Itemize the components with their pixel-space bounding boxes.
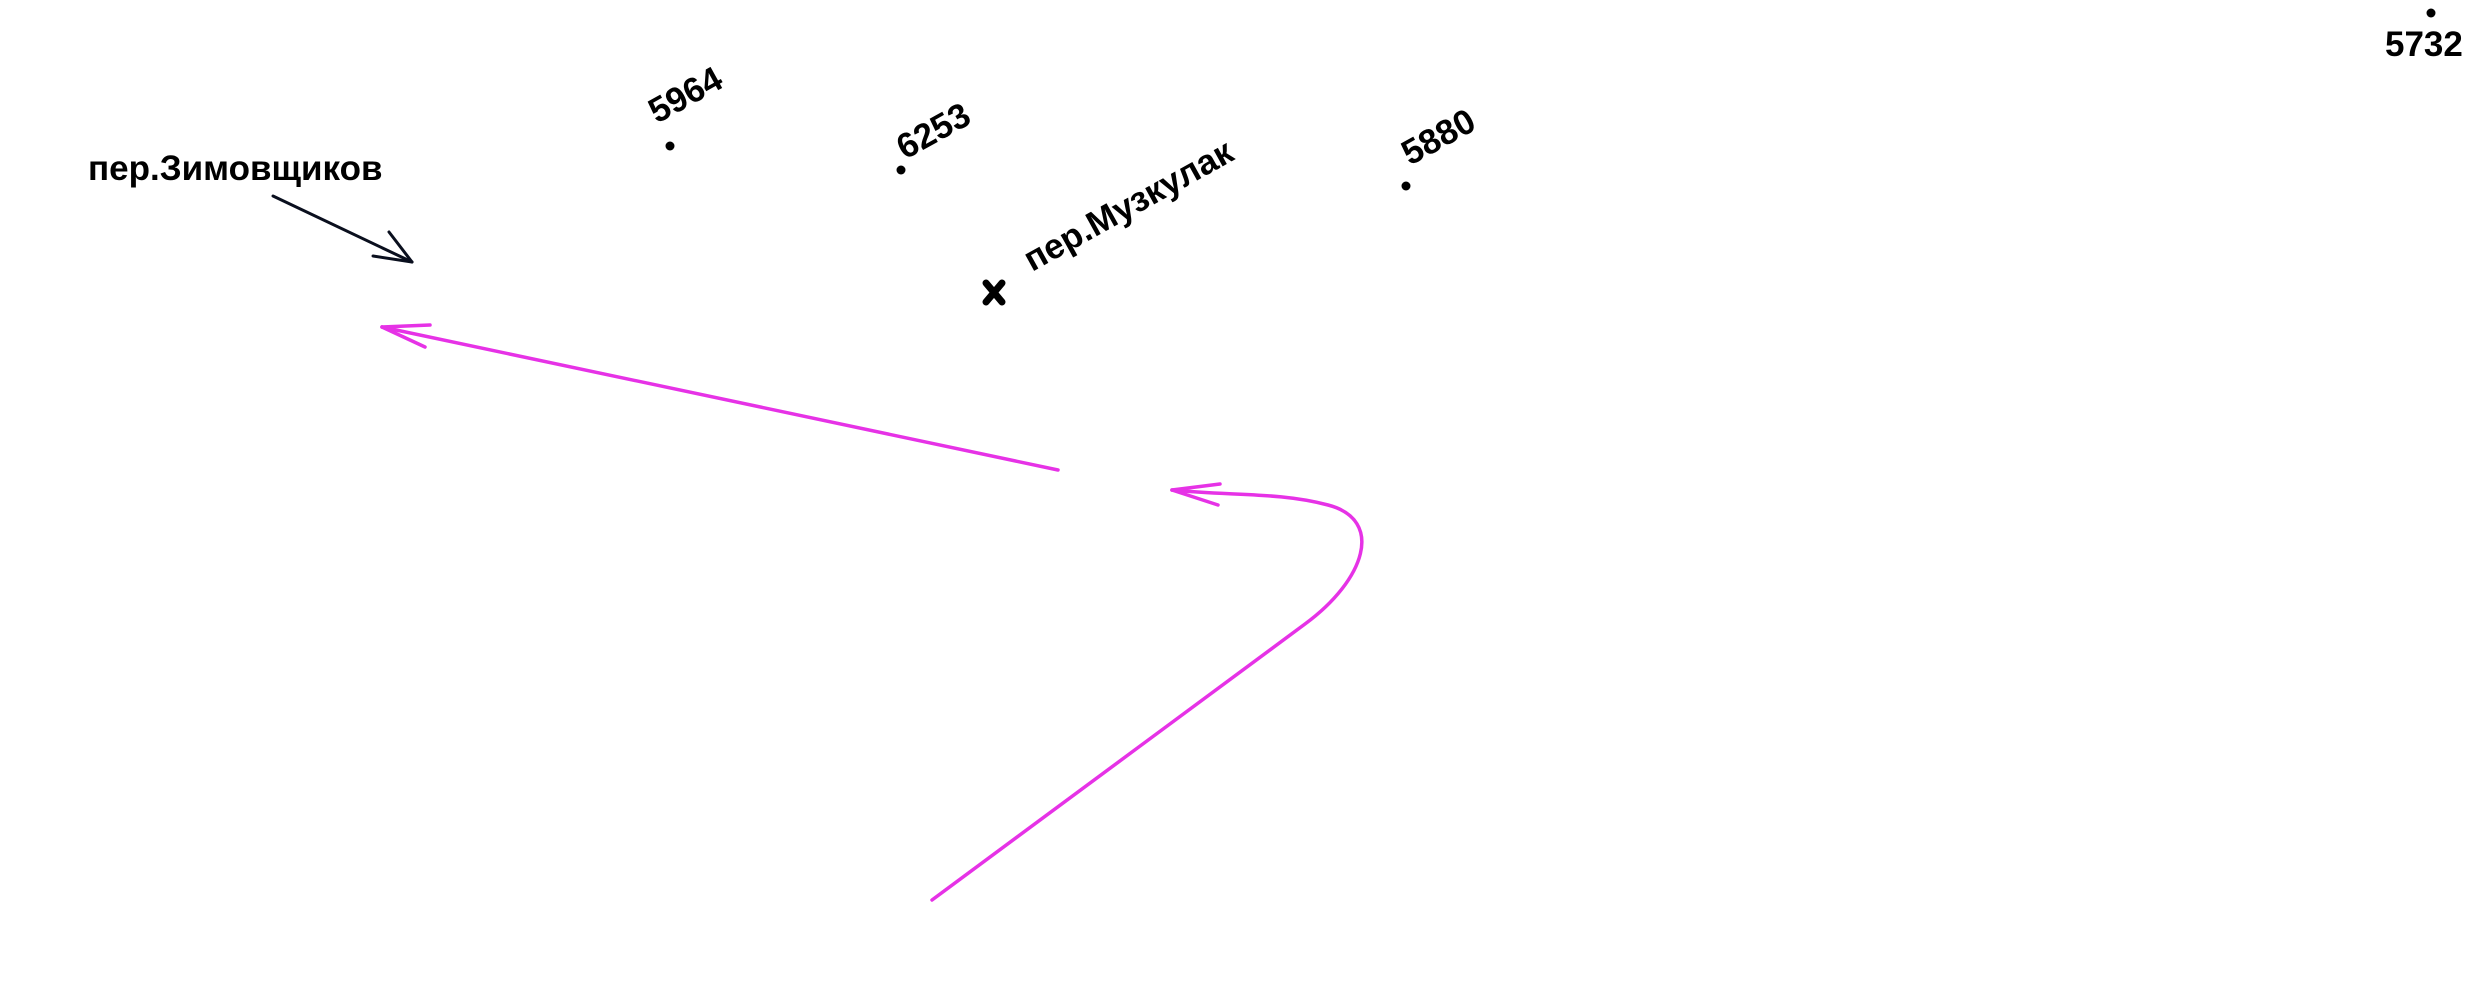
elevation-label: 5880 [1395, 101, 1482, 173]
label-pointer-arrow-icon [271, 194, 414, 264]
street-label-zimovshchikov: пер.Зимовщиков [88, 149, 382, 188]
elevation-dot [2426, 8, 2436, 18]
elevation-dot [896, 165, 906, 175]
elevation-point-5880: 5880 [1395, 101, 1482, 191]
route-arrow-curved-icon [930, 482, 1364, 902]
elevation-label: 6253 [890, 95, 977, 167]
elevation-label: 5732 [2385, 25, 2463, 64]
street-label-muzkulak: пер.Музкулак [1017, 132, 1240, 279]
elevation-point-5964: 5964 [642, 59, 729, 151]
elevation-dot [665, 141, 675, 151]
elevation-dot [1401, 181, 1411, 191]
elevation-point-5732: 5732 [2385, 8, 2463, 64]
elevation-label: 5964 [642, 59, 729, 131]
route-arrow-straight-icon [380, 323, 1060, 472]
elevation-point-6253: 6253 [890, 95, 977, 175]
x-marker-icon [982, 279, 1006, 306]
